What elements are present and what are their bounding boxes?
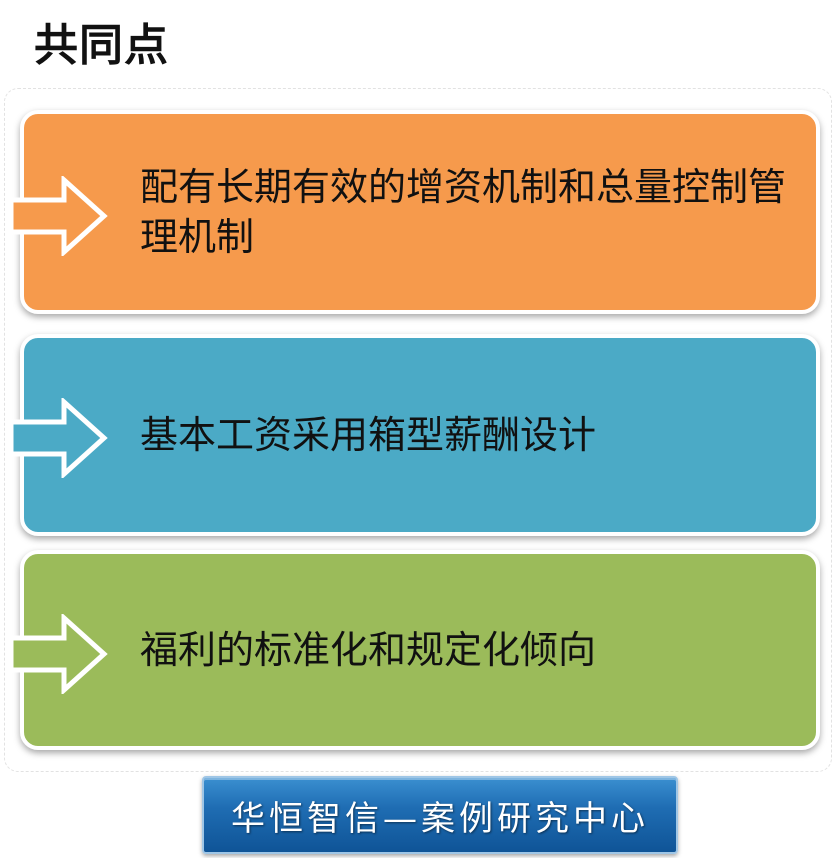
point-card-2: 基本工资采用箱型薪酬设计 [20, 334, 820, 536]
point-text-2: 基本工资采用箱型薪酬设计 [140, 413, 597, 457]
arrow-right-icon [8, 176, 108, 256]
content-frame [4, 88, 832, 772]
footer-banner: 华恒智信—案例研究中心 [202, 776, 678, 854]
footer-text: 华恒智信—案例研究中心 [231, 798, 649, 839]
page-title: 共同点 [34, 20, 169, 71]
point-card-1: 配有长期有效的增资机制和总量控制管理机制 [20, 110, 820, 314]
arrow-right-icon [8, 398, 108, 478]
point-card-3: 福利的标准化和规定化倾向 [20, 550, 820, 750]
arrow-right-icon [8, 614, 108, 694]
point-text-3: 福利的标准化和规定化倾向 [140, 628, 597, 672]
point-text-1: 配有长期有效的增资机制和总量控制管理机制 [140, 165, 787, 259]
